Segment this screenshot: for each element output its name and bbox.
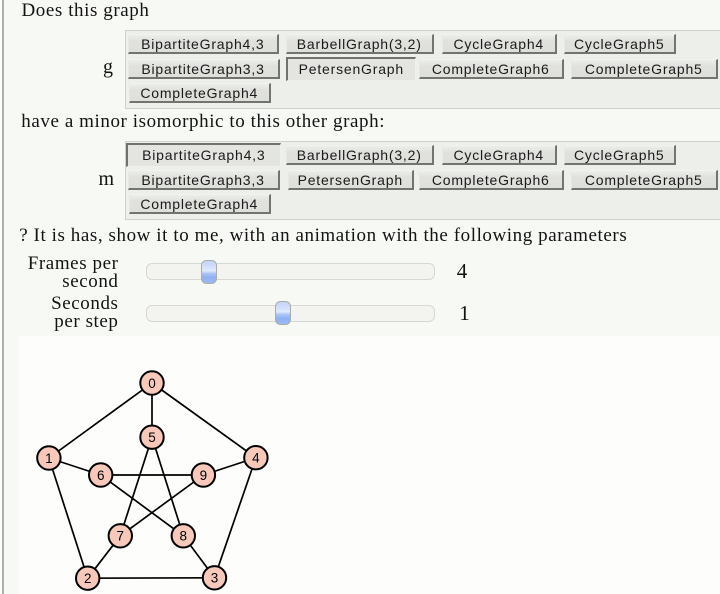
svg-text:6: 6 <box>97 468 105 483</box>
svg-text:7: 7 <box>117 529 125 544</box>
svg-text:1: 1 <box>45 451 53 466</box>
svg-text:8: 8 <box>180 529 188 544</box>
svg-text:2: 2 <box>84 571 92 586</box>
svg-text:3: 3 <box>211 571 219 586</box>
svg-text:0: 0 <box>148 376 156 391</box>
svg-text:5: 5 <box>148 430 156 445</box>
svg-text:4: 4 <box>252 451 260 466</box>
svg-text:9: 9 <box>200 468 208 483</box>
